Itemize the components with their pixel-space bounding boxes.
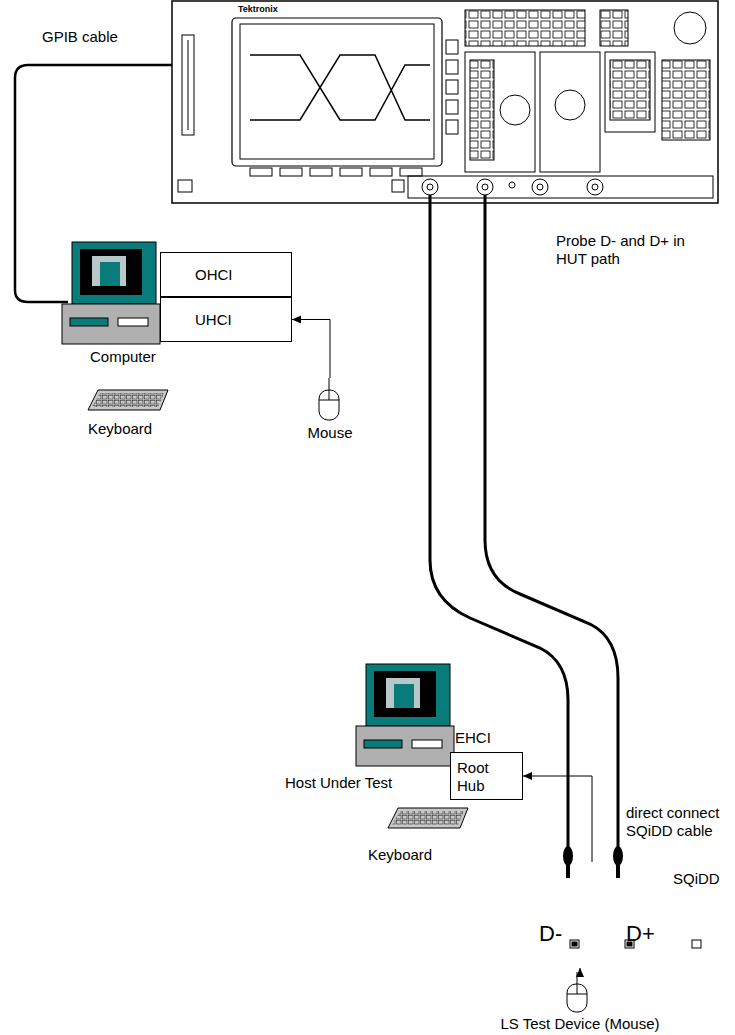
probe-wire xyxy=(430,195,618,848)
device-label: Host Under Test xyxy=(285,774,392,792)
cable-label: GPIB cable xyxy=(42,28,118,46)
cable-note: direct connect SQiDD cable xyxy=(626,804,732,840)
device-label: Keyboard xyxy=(368,846,432,864)
node-text: LS Test Device (Mouse) xyxy=(477,1015,683,1033)
device-label: Computer xyxy=(90,348,156,366)
sqidd-box: SQiDD xyxy=(535,862,726,968)
brand-label: Tektronix xyxy=(238,4,278,15)
connector xyxy=(292,316,330,379)
mouse-icon xyxy=(319,378,587,1012)
oscilloscope xyxy=(172,1,718,203)
node-text: SQiDD xyxy=(673,870,720,888)
signal-name: D+ xyxy=(626,922,655,946)
test-device: LS Test Device (Mouse) xyxy=(477,972,683,1035)
node-text: Root Hub xyxy=(457,759,517,795)
node-text: Mouse xyxy=(297,424,363,442)
keyboard-icon xyxy=(88,390,468,828)
signal-name: D- xyxy=(539,922,562,946)
node-text: UHCI xyxy=(195,311,232,329)
mouse-device: Mouse xyxy=(297,378,363,446)
controller-box: UHCI xyxy=(160,297,292,342)
controller-box: OHCI xyxy=(160,252,292,297)
computer-icon xyxy=(62,242,160,344)
node-text: OHCI xyxy=(195,266,233,284)
host-computer-icon xyxy=(356,664,454,766)
root-hub-box: EHCIRoot Hub xyxy=(450,752,523,800)
device-label: Keyboard xyxy=(88,420,152,438)
connector xyxy=(576,968,584,977)
probe-tip xyxy=(563,846,623,878)
probe-note: Probe D- and D+ in HUT path xyxy=(556,232,686,268)
node-text: EHCI xyxy=(455,729,491,747)
connector xyxy=(523,772,592,862)
